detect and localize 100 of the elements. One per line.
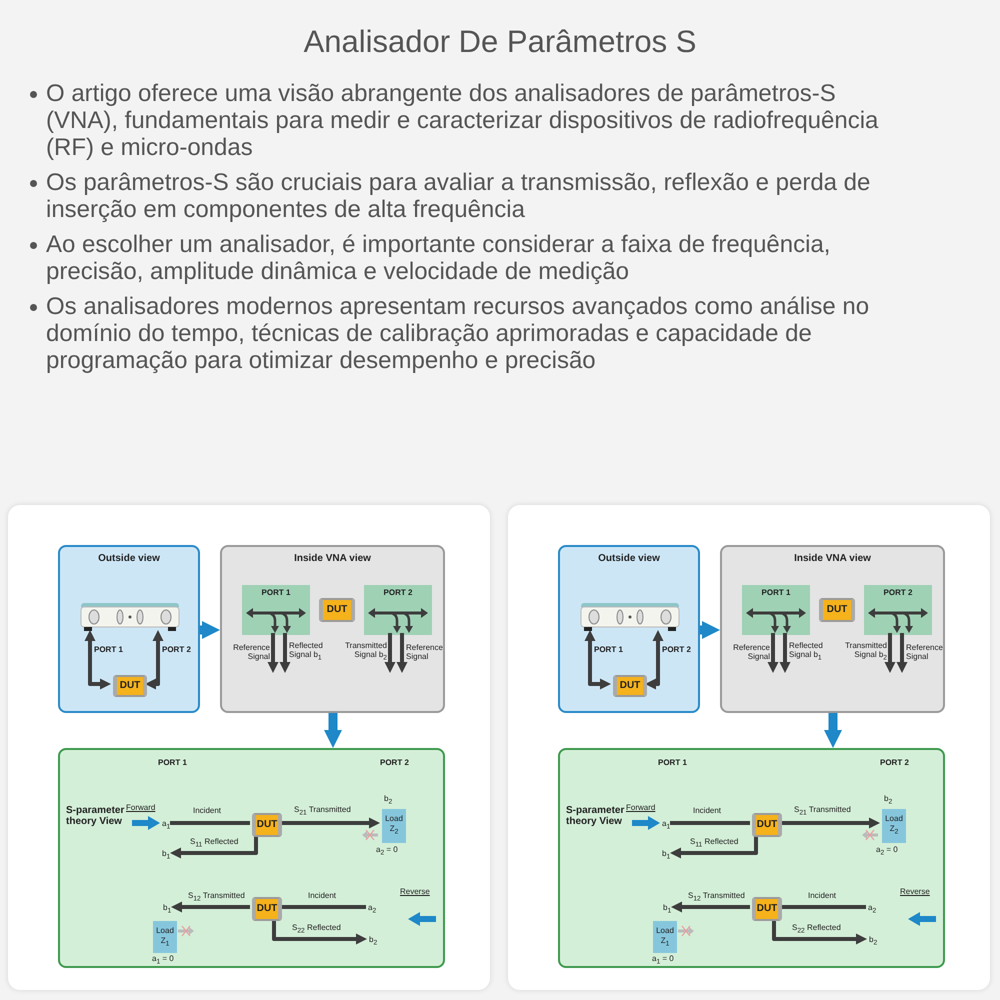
block-arrow	[700, 621, 720, 639]
edge-label: S$_{22}$ Reflected	[292, 923, 342, 936]
edge-label: PORT 2	[162, 645, 192, 654]
page-title: Analisador De Parâmetros S	[302, 24, 698, 60]
dut-box: DUT	[752, 897, 782, 921]
bullet-text: Ao escolher um analisador, é importante considerar a faixa de frequência, precisão, amplitude dinâmica e velocidade de medição	[46, 231, 832, 285]
signal-arrow	[896, 633, 908, 673]
dut-box: DUT	[613, 675, 647, 697]
analyzer-drawing	[580, 602, 680, 632]
view-panel	[558, 748, 945, 968]
signal-name: b$_{2}$	[384, 794, 392, 807]
signal-arrow	[768, 633, 778, 673]
signal-name: a$_{1}$ = 0	[152, 954, 174, 967]
panel-title: Outside view	[597, 553, 661, 564]
signal-arrow	[396, 633, 408, 673]
signal-arrow	[280, 818, 380, 828]
block-arrow	[200, 621, 220, 639]
port-block	[364, 585, 432, 635]
signal-arrow	[671, 902, 750, 912]
signal-arrow	[884, 633, 896, 673]
view-panel	[720, 545, 945, 713]
port-label: PORT 2	[382, 588, 414, 597]
signal-arrow	[670, 835, 758, 858]
dut-box: DUT	[113, 675, 147, 697]
signal-arrow	[272, 919, 367, 944]
signal-name: b$_{2}$	[869, 935, 879, 946]
port-label: PORT 1	[658, 758, 687, 767]
panel-title: S-parameter theory View	[566, 805, 626, 827]
edge-label: S$_{21}$ Transmitted	[294, 805, 352, 818]
signal-name: a$_{2}$	[868, 903, 878, 914]
signal-name: b$_{1}$	[162, 849, 172, 860]
signal-arrow	[84, 630, 111, 690]
block-arrow	[324, 713, 342, 748]
dut-box: DUT	[319, 598, 355, 622]
view-panel	[58, 545, 200, 713]
signal-name: b$_{2}$	[884, 794, 892, 807]
signal-arrow	[170, 835, 258, 858]
port-label: PORT 2	[380, 758, 409, 767]
load-box: Load Z$_{2}$	[382, 809, 406, 843]
signal-name: b$_{1}$	[663, 903, 673, 914]
direction-label: Forward	[126, 803, 156, 812]
dut-box: DUT	[252, 813, 282, 837]
dut-box: DUT	[752, 813, 782, 837]
port-label: PORT 2	[880, 758, 909, 767]
bullet-text: Os parâmetros-S são cruciais para avaliar a transmissão, reflexão e perda de inserção em componentes de alta frequência	[46, 169, 872, 223]
edge-label: S$_{22}$ Reflected	[792, 923, 842, 936]
signal-line	[780, 905, 866, 909]
edge-label: Transmitted Signal b$_{2}$	[344, 641, 387, 663]
signal-arrow	[280, 633, 290, 673]
load-box: Load Z$_{1}$	[653, 921, 677, 953]
edge-label: Reflected Signal b$_{1}$	[289, 641, 324, 663]
edge-label: S$_{12}$ Transmitted	[188, 891, 246, 904]
edge-label: S$_{11}$ Reflected	[190, 837, 240, 850]
edge-label: Reflected Signal b$_{1}$	[789, 641, 824, 663]
signal-name: a$_{2}$ = 0	[376, 845, 398, 858]
edge-label: Incident	[693, 806, 722, 815]
signal-arrow	[780, 818, 880, 828]
view-panel	[558, 545, 700, 713]
view-panel	[58, 748, 445, 968]
signal-name: a$_{1}$	[662, 819, 672, 830]
direction-label: Reverse	[900, 887, 930, 896]
signal-arrow	[780, 633, 790, 673]
port-block	[864, 585, 932, 635]
signal-arrow	[645, 630, 664, 690]
signal-name: b$_{1}$	[662, 849, 672, 860]
edge-label: S$_{11}$ Reflected	[690, 837, 740, 850]
edge-label: Transmitted Signal b$_{2}$	[844, 641, 887, 663]
signal-name: a$_{2}$ = 0	[876, 845, 898, 858]
signal-name: a$_{2}$	[368, 903, 378, 914]
port-label: PORT 1	[760, 588, 792, 597]
edge-label: PORT 2	[662, 645, 692, 654]
signal-arrow	[145, 630, 164, 690]
edge-label: PORT 1	[594, 645, 624, 654]
bullet-text: O artigo oferece uma visão abrangente dos analisadores de parâmetros-S (VNA), fundamentais para medir e caracterizar dispositivos de radiofrequência (RF) e micro-ondas	[46, 80, 880, 161]
view-panel	[220, 545, 445, 713]
edge-label: Reference Signal	[232, 643, 270, 661]
dut-box: DUT	[819, 598, 855, 622]
edge-label: S$_{21}$ Transmitted	[794, 805, 852, 818]
signal-arrow	[268, 633, 278, 673]
panel-title: Inside VNA view	[793, 553, 872, 564]
signal-name: a$_{1}$	[162, 819, 172, 830]
port-block	[742, 585, 810, 635]
edge-label: Reference Signal	[906, 643, 944, 661]
port-label: PORT 2	[882, 588, 914, 597]
direction-label: Forward	[626, 803, 656, 812]
signal-arrow	[772, 919, 867, 944]
direction-label: Reverse	[400, 887, 430, 896]
edge-label: Reference Signal	[406, 643, 444, 661]
edge-label: Reference Signal	[732, 643, 770, 661]
panel-title: Inside VNA view	[293, 553, 372, 564]
signal-name: b$_{2}$	[369, 935, 379, 946]
signal-arrow	[171, 902, 250, 912]
dut-box: DUT	[252, 897, 282, 921]
load-box: Load Z$_{2}$	[882, 809, 906, 843]
signal-name: b$_{1}$	[163, 903, 173, 914]
signal-line	[170, 821, 250, 825]
signal-line	[670, 821, 750, 825]
bullet-text: Os analisadores modernos apresentam recursos avançados como análise no domínio do tempo, técnicas de calibração aprimoradas e capacidade de programação para otimizar desempenho e precisão	[46, 293, 870, 374]
signal-line	[280, 905, 366, 909]
edge-label: S$_{12}$ Transmitted	[688, 891, 746, 904]
